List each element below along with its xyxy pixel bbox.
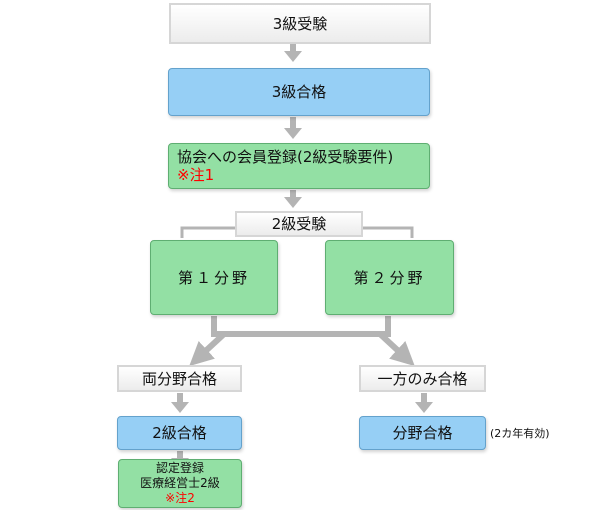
node-field2: 第２分野 — [325, 240, 454, 315]
note1-label: ※注1 — [177, 166, 215, 184]
arrow-pass3-to-register — [284, 117, 302, 139]
node-certification: 認定登録 医療経営士2級 ※注2 — [118, 459, 242, 508]
arrow-to-one-pass — [377, 331, 415, 367]
node-exam2-label: 2級受験 — [271, 215, 327, 233]
node-field2-label: 第２分野 — [353, 268, 426, 287]
node-exam3-label: 3級受験 — [272, 14, 328, 33]
node-exam2: 2級受験 — [235, 211, 363, 237]
note2-label: ※注2 — [165, 491, 195, 505]
node-one-pass: 一方のみ合格 — [359, 365, 486, 392]
node-one-pass-label: 一方のみ合格 — [377, 369, 468, 388]
node-both-pass: 両分野合格 — [117, 365, 242, 392]
arrow-register-to-exam2 — [284, 190, 302, 208]
node-pass2-label: 2級合格 — [152, 424, 207, 442]
arrow-both-to-pass2 — [171, 393, 189, 413]
node-pass2: 2級合格 — [117, 416, 242, 450]
node-pass3: 3級合格 — [168, 68, 430, 116]
cert-line2: 医療経営士2級 — [140, 476, 220, 490]
merge-connector — [211, 316, 391, 337]
node-field-pass-label: 分野合格 — [392, 424, 453, 442]
node-field1-label: 第１分野 — [177, 268, 250, 287]
node-field1: 第１分野 — [150, 240, 278, 315]
arrow-to-both-pass — [189, 331, 227, 367]
arrow-exam3-to-pass3 — [284, 44, 302, 62]
validity-note: (2カ年有効) — [490, 427, 550, 440]
cert-line1: 認定登録 — [155, 461, 204, 475]
node-exam3: 3級受験 — [169, 3, 431, 44]
node-pass3-label: 3級合格 — [271, 83, 327, 101]
node-register: 協会への会員登録(2級受験要件) ※注1 — [168, 143, 430, 189]
arrow-one-to-fieldpass — [415, 393, 433, 413]
node-both-pass-label: 両分野合格 — [141, 369, 217, 388]
node-register-label: 協会への会員登録(2級受験要件) — [177, 148, 394, 166]
node-field-pass: 分野合格 — [359, 416, 486, 450]
